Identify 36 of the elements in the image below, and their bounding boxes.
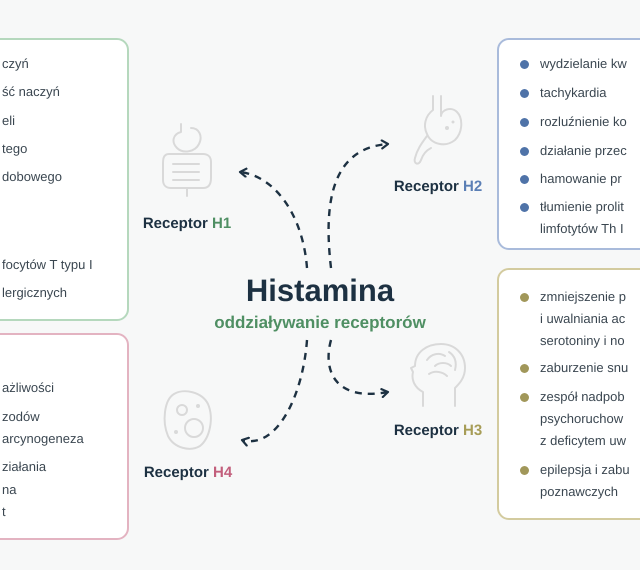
list-item-text: zodów [2, 408, 40, 426]
dashed-arrow [238, 168, 308, 268]
subtitle: oddziaływanie receptorów [214, 312, 426, 334]
list-item-text: ść naczyń [2, 83, 60, 101]
list-item-text: czyń [2, 55, 29, 73]
title: Histamina [246, 272, 394, 310]
receptor-label: Receptor H3 [394, 420, 482, 440]
receptor-label: Receptor H1 [142, 214, 232, 234]
list-item-text: działanie przec [540, 142, 628, 160]
list-item-text: focytów T typu I [2, 256, 93, 274]
list-item-text: tego [2, 140, 28, 158]
dashed-arrow [240, 340, 308, 446]
list-item-text: tachykardia [540, 84, 608, 102]
list-item-text: zespół nadpob psychoruchow z deficytem uw [540, 388, 627, 450]
receptor-label: Receptor H2 [394, 176, 482, 196]
list-item-text: arcynogeneza [2, 430, 84, 448]
list-card [0, 38, 129, 321]
list-item-text: tłumienie prolit limfotytów Th I [540, 198, 625, 238]
receptor-label: Receptor H4 [144, 462, 232, 482]
list-item-text: wydzielanie kw [540, 55, 628, 73]
list-item-text: lergicznych [2, 284, 68, 302]
dashed-arrow [327, 340, 390, 398]
dashed-arrow [327, 140, 390, 268]
list-item-text: rozluźnienie ko [540, 113, 628, 131]
list-item-text: na [2, 481, 16, 499]
list-item-text: epilepsja i zabu poznawczych [540, 461, 631, 501]
list-card [0, 333, 129, 540]
list-item-text: eli [2, 112, 16, 130]
list-item-text: zaburzenie snu [540, 359, 630, 377]
list-item-text: ażliwości [2, 379, 54, 397]
list-item-text: hamowanie pr [540, 170, 623, 188]
list-item-text: dobowego [2, 168, 62, 186]
list-card [497, 38, 640, 250]
list-item-text: t [2, 503, 6, 521]
list-card [497, 268, 640, 520]
list-item-text: ziałania [2, 458, 46, 476]
